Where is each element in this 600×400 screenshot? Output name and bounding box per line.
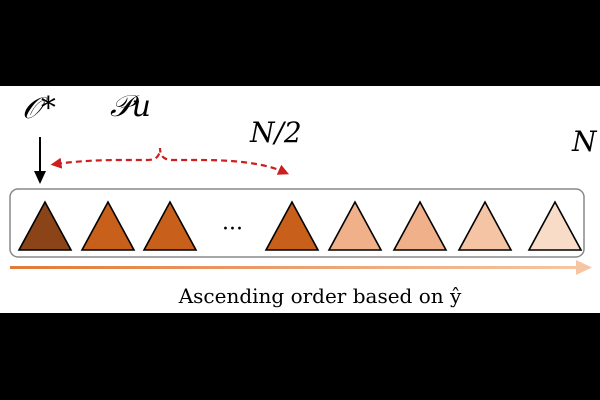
- pool-label: 𝒫u: [110, 89, 151, 124]
- item-triangle: [264, 200, 320, 251]
- optimal-label: 𝒪*: [22, 91, 56, 126]
- half-label: N/2: [249, 116, 302, 149]
- optimal-pointer-head: [34, 171, 46, 184]
- item-triangle: [457, 200, 513, 251]
- item-triangle: [142, 200, 198, 251]
- item-triangle: [392, 200, 448, 251]
- item-triangle: [80, 200, 136, 251]
- figure-background: [0, 86, 600, 313]
- order-arrow-head: [576, 260, 592, 275]
- full-label: N: [571, 125, 598, 158]
- ranked-items: [17, 200, 583, 251]
- item-triangle: [17, 200, 73, 251]
- order-caption: Ascending order based on ŷ: [178, 284, 462, 308]
- items-container: [9, 188, 585, 258]
- item-triangle: [327, 200, 383, 251]
- order-arrow-shaft: [10, 266, 580, 269]
- half-span-bracket: [50, 147, 290, 175]
- ellipsis: ···: [222, 217, 243, 242]
- item-triangle: [527, 200, 583, 251]
